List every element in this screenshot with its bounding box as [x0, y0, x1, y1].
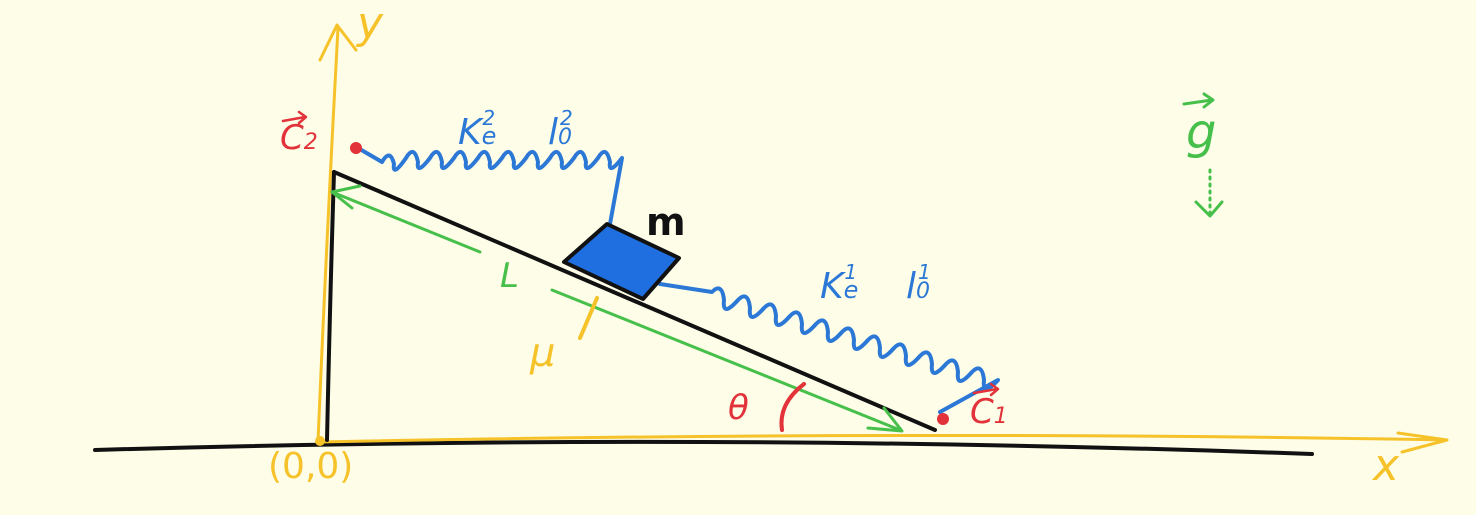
c2-point	[350, 142, 362, 154]
friction-label: μ	[530, 330, 556, 376]
upper-spring	[356, 146, 624, 248]
length-dimension-line	[330, 190, 902, 432]
upper-l-letter: l	[548, 112, 559, 153]
upper-l-superscript: 2	[560, 106, 573, 130]
c1-label-letter: C	[970, 392, 994, 432]
x-axis-arrowhead	[1396, 431, 1449, 454]
y-axis-label: y	[357, 0, 384, 49]
c2-vector-arrow	[281, 110, 308, 125]
angle-arc	[779, 382, 806, 432]
c1-label-subscript: 1	[993, 404, 1008, 429]
lower-l-letter: l	[906, 266, 917, 307]
length-label: L	[500, 256, 519, 296]
lower-k-subscript: e	[843, 276, 859, 304]
gravity-vector-arrow	[1182, 92, 1215, 109]
upper-k-superscript: 2	[482, 106, 496, 130]
lower-k-letter: K	[820, 266, 844, 307]
mass-block	[562, 222, 681, 301]
c2-label: C2	[280, 118, 318, 158]
mass-label: m	[646, 200, 686, 244]
x-axis-label: x	[1373, 440, 1400, 491]
y-axis	[316, 26, 340, 444]
gravity-arrowhead	[1194, 200, 1224, 218]
lower-l-superscript: 1	[918, 260, 931, 284]
angle-label: θ	[728, 388, 749, 428]
incline-wall	[325, 170, 336, 442]
origin-label: (0,0)	[268, 446, 354, 487]
c2-label-subscript: 2	[303, 130, 318, 155]
length-arrowhead-top	[330, 184, 362, 210]
length-arrowhead-bottom	[866, 406, 904, 433]
y-axis-arrowhead	[318, 23, 358, 62]
lower-l-subscript: 0	[916, 279, 931, 304]
c1-vector-arrow	[972, 382, 1000, 397]
x-axis	[316, 433, 1447, 444]
c2-label-letter: C	[280, 118, 304, 158]
gravity-label: g	[1186, 104, 1217, 160]
upper-l-subscript: 0	[558, 125, 573, 150]
c1-point	[937, 413, 949, 425]
c1-label: C1	[970, 392, 1008, 432]
lower-spring	[658, 282, 1000, 414]
upper-spring-k-label: Ke2	[458, 106, 509, 153]
lower-spring-k-label: Ke1	[820, 260, 871, 307]
incline-surface	[332, 170, 937, 432]
upper-k-subscript: e	[481, 122, 497, 150]
ground-line	[93, 439, 1314, 456]
upper-spring-l-label: l02	[548, 106, 585, 153]
origin-dot	[315, 436, 325, 446]
lower-spring-l-label: l01	[906, 260, 943, 307]
lower-k-superscript: 1	[844, 260, 858, 284]
friction-pointer	[578, 296, 599, 340]
upper-k-letter: K	[458, 112, 482, 153]
